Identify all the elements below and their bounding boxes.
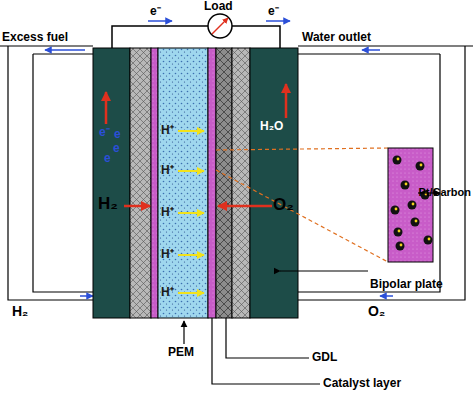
- inlet-label: H₂: [12, 304, 28, 319]
- part-label: GDL: [312, 351, 337, 364]
- part-label: Catalyst layer: [323, 377, 401, 390]
- proton-label: H⁺: [161, 124, 174, 137]
- proton-label: H⁺: [161, 206, 174, 219]
- electron-label: e: [113, 142, 120, 155]
- hydrogen-label: H₂: [98, 195, 118, 214]
- proton-label: H⁺: [161, 286, 174, 299]
- electron-label: e⁻: [268, 5, 279, 18]
- water-label: H₂O: [260, 120, 283, 133]
- proton-label: H⁺: [161, 248, 174, 261]
- outlet-label: Water outlet: [302, 31, 371, 44]
- electron-label: e⁻: [150, 5, 161, 18]
- proton-label: H⁺: [161, 164, 174, 177]
- part-label: Pt/Carbon: [418, 186, 471, 198]
- electron-label: e: [104, 152, 111, 165]
- load-label: Load: [204, 0, 233, 13]
- electron-label: e⁻: [99, 126, 110, 139]
- part-label: PEM: [168, 346, 194, 359]
- outlet-label: Excess fuel: [2, 31, 68, 44]
- electron-label: e: [114, 128, 121, 141]
- inlet-label: O₂: [368, 304, 385, 319]
- part-label: Bipolar plate: [370, 278, 443, 291]
- oxygen-label: O₂: [273, 196, 294, 215]
